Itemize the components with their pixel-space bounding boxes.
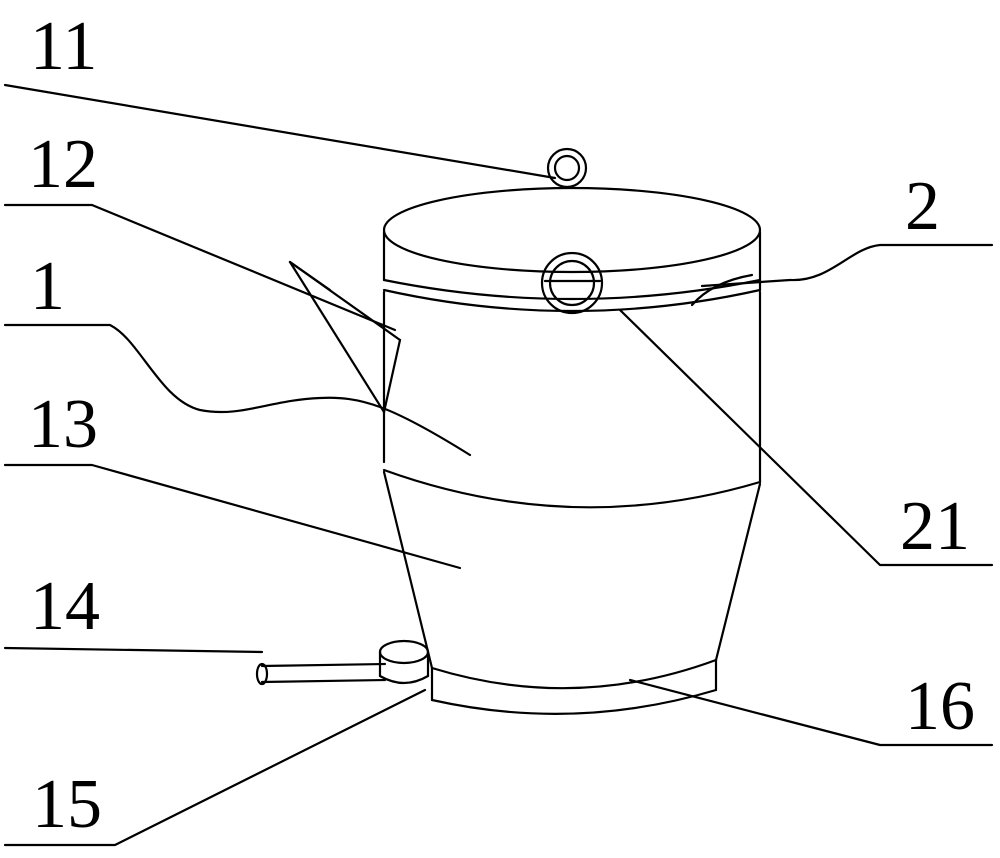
leader-13 [3,463,462,570]
label-12: 12 [28,126,98,203]
base [430,658,718,715]
leader-lines [3,83,994,847]
label-16: 16 [905,668,975,745]
leader-16 [628,678,994,747]
valve [378,639,430,685]
upper-body [382,290,762,509]
leader-12 [3,203,397,332]
drain-pipe [255,662,387,686]
lid [382,186,762,313]
leader-2 [700,243,994,288]
label-11: 11 [30,8,98,85]
label-14: 14 [30,568,100,645]
leader-1 [3,323,472,457]
label-21: 21 [900,488,970,565]
leader-11 [3,83,557,180]
leader-14 [3,646,264,654]
label-2: 2 [905,168,940,245]
lower-body [382,470,762,670]
leader-21 [618,308,994,567]
spout [288,260,402,414]
lid-handle [546,147,588,189]
label-1: 1 [30,248,65,325]
leader-15 [3,688,427,847]
lid-knob [540,251,604,315]
label-13: 13 [28,386,98,463]
label-15: 15 [32,766,102,843]
